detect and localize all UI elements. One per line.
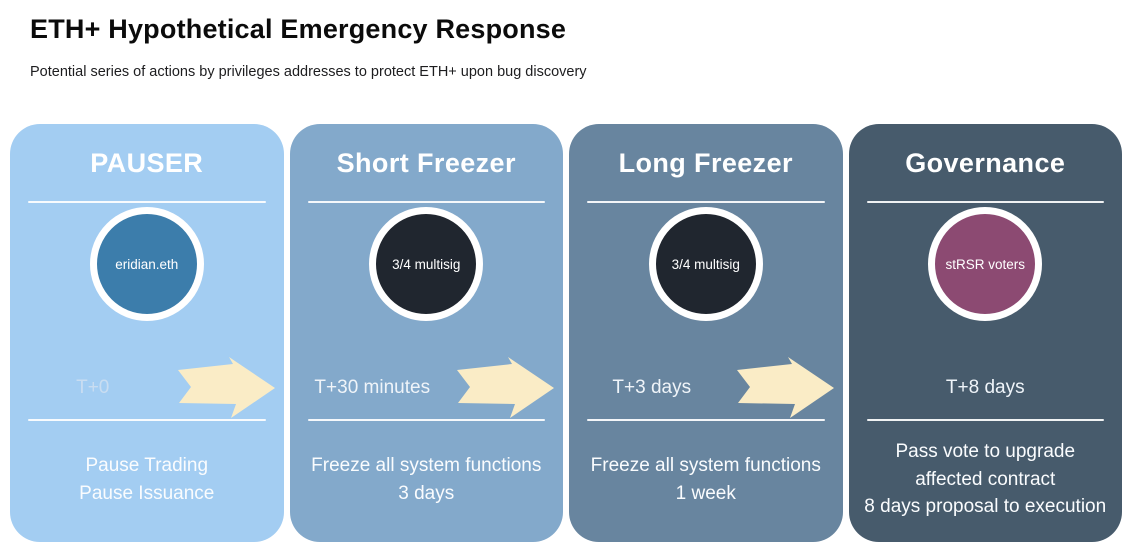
divider xyxy=(307,201,545,203)
time-row: T+3 days xyxy=(569,357,843,419)
divider xyxy=(28,419,266,421)
card-title: PAUSER xyxy=(90,148,204,178)
card-caption: Freeze all system functions 1 week xyxy=(569,421,843,542)
role-circle-row: 3/4 multisig xyxy=(569,207,843,321)
divider xyxy=(866,201,1104,203)
card-caption: Pass vote to upgrade affected contract 8… xyxy=(849,421,1123,542)
caption-line: Pause Issuance xyxy=(79,482,215,504)
card-title: Short Freezer xyxy=(336,148,516,178)
steps-row: PAUSER eridian.eth T+0 Pause Trading Pau… xyxy=(10,124,1122,542)
time-label: T+0 xyxy=(76,377,110,398)
caption-line: Pause Trading xyxy=(85,455,209,476)
time-row: T+8 days xyxy=(849,357,1123,419)
card-caption: Freeze all system functions 3 days xyxy=(290,421,564,542)
card-short-freezer: Short Freezer 3/4 multisig T+30 minutes … xyxy=(289,124,564,542)
role-circle: 3/4 multisig xyxy=(369,207,484,321)
caption-line: 8 days proposal to execution xyxy=(864,496,1107,518)
next-step-arrow-icon xyxy=(457,357,554,418)
caption-line: 1 week xyxy=(675,482,736,504)
divider xyxy=(587,201,825,203)
card-title: Long Freezer xyxy=(618,148,793,178)
caption-line: affected contract xyxy=(915,468,1056,490)
time-label: T+8 days xyxy=(945,377,1025,398)
divider xyxy=(587,419,825,421)
time-label: T+30 minutes xyxy=(314,377,431,398)
caption-line: 3 days xyxy=(398,482,455,504)
time-row: T+30 minutes xyxy=(290,357,564,419)
role-circle: 3/4 multisig xyxy=(648,207,763,321)
next-step-arrow-icon xyxy=(736,357,834,418)
time-row: T+0 xyxy=(10,357,284,419)
role-circle-label: stRSR voters xyxy=(945,256,1026,272)
role-circle-row: eridian.eth xyxy=(10,207,284,321)
page-subtitle: Potential series of actions by privilege… xyxy=(30,64,587,80)
card-title: Governance xyxy=(905,148,1066,178)
divider xyxy=(866,419,1104,421)
role-circle: stRSR voters xyxy=(928,207,1043,321)
time-label: T+3 days xyxy=(612,377,692,398)
role-circle-row: 3/4 multisig xyxy=(290,207,564,321)
role-circle-row: stRSR voters xyxy=(849,207,1123,321)
divider xyxy=(28,201,266,203)
page-title: ETH+ Hypothetical Emergency Response xyxy=(30,14,567,44)
caption-line: Pass vote to upgrade xyxy=(895,441,1076,463)
caption-line: Freeze all system functions xyxy=(311,455,542,476)
role-circle-label: 3/4 multisig xyxy=(671,256,740,272)
divider xyxy=(307,419,545,421)
role-circle-label: eridian.eth xyxy=(115,256,179,272)
card-caption: Pause Trading Pause Issuance xyxy=(10,421,284,542)
card-pauser: PAUSER eridian.eth T+0 Pause Trading Pau… xyxy=(10,124,284,542)
role-circle: eridian.eth xyxy=(89,207,204,321)
card-governance: Governance stRSR voters T+8 days Pass vo… xyxy=(848,124,1123,542)
next-step-arrow-icon xyxy=(177,357,275,418)
role-circle-label: 3/4 multisig xyxy=(392,256,461,272)
card-long-freezer: Long Freezer 3/4 multisig T+3 days Freez… xyxy=(569,124,843,542)
caption-line: Freeze all system functions xyxy=(590,455,821,476)
